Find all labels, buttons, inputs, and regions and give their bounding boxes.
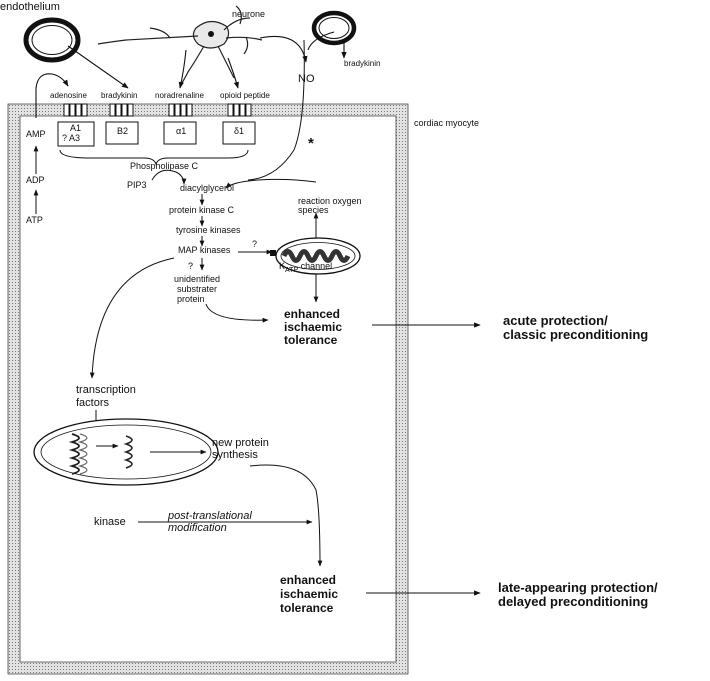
label-amp: AMP [26,129,46,139]
label-tyrosine-kinases: tyrosine kinases [176,225,241,235]
label-diacylglycerol: diacylglycerol [180,183,235,193]
receptor-a3: ? A3 [62,133,81,143]
result1-line1: acute protection/ [503,313,608,328]
question-mark-1: ? [252,239,258,249]
asterisk-mark: * [308,135,314,152]
outcome1-line3: tolerance [284,333,338,347]
receptor-delta1: δ1 [234,126,245,136]
nucleus [33,418,219,486]
outcome2-line2: ischaemic [280,587,339,601]
label-bradykinin-right: bradykinin [344,59,381,68]
receptor-brace [59,149,249,166]
label-adp: ADP [26,175,45,185]
receptor-b [109,103,134,117]
label-noradrenaline: noradrenaline [155,91,204,100]
label-transcription: transcription [76,384,136,396]
label-substrate-3: protein [177,294,205,304]
label-synthesis: synthesis [212,449,258,461]
label-ros-2: species [298,205,329,215]
pathway-arrows [89,39,319,447]
label-bradykinin: bradykinin [101,91,138,100]
question-mark-2: ? [188,261,194,271]
label-kinase: kinase [94,516,126,528]
vessel-right [311,10,357,46]
result2-line2: delayed preconditioning [498,594,649,609]
label-adenosine: adenosine [50,91,87,100]
label-ros-1: reaction oxygen [298,196,362,206]
outcome1-line1: enhanced [284,307,341,321]
mitochondrion [270,237,361,275]
label-substrate-2: substrater [177,284,218,294]
outcome-arrows [366,322,481,596]
katp-k: K [279,261,286,271]
label-factors: factors [76,397,110,409]
receptor-a1: A1 [70,123,82,133]
result2-line1: late-appearing protection/ [498,580,658,595]
label-neurone: neurone [232,9,266,19]
receptor-b2: B2 [117,126,129,136]
outcome2-line1: enhanced [280,573,337,587]
label-cardiac-myocyte: cordiac myocyte [414,118,480,128]
label-opioid-peptide: opioid peptide [220,91,270,100]
label-map-kinases: MAP kinases [178,245,231,255]
receptor-delta [227,103,252,117]
label-atp: ATP [26,215,43,225]
outcome2-line3: tolerance [280,601,334,615]
label-pip3: PIP3 [127,180,147,190]
label-new-protein: new protein [212,437,269,449]
outcome1-line2: ischaemic [284,320,343,334]
katp-channel: channel [300,261,333,271]
neurone-cell [97,5,263,87]
late-pathway-arrows [138,449,323,567]
receptor-alpha [168,103,193,117]
label-no: NO [298,73,315,85]
receptor-alpha1: α1 [176,126,187,136]
label-protein-kinase-c: protein kinase C [169,205,235,215]
label-endothelium: endothelium [0,1,60,13]
label-substrate-1: unidentified [174,274,221,284]
receptor-a [63,103,88,117]
endothelium-vessel [23,17,81,63]
top-arrows [35,31,347,118]
label-katp: KATP channel [279,261,333,274]
label-post-translational: post-translational [168,510,252,522]
result1-line2: classic preconditioning [503,327,649,342]
label-phospholipase-c: Phospholipase C [130,161,199,171]
label-modification: modification [168,522,227,534]
katp-sub: ATP [285,266,299,274]
cell-membrane [7,103,409,675]
receptors [57,103,256,147]
